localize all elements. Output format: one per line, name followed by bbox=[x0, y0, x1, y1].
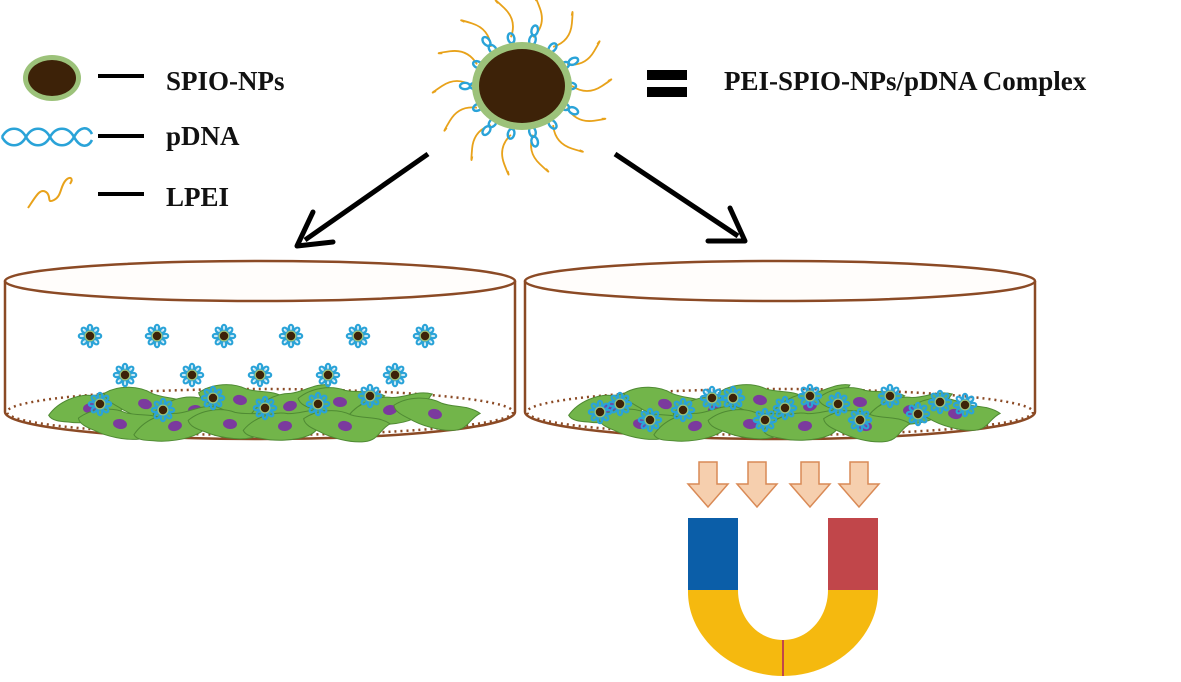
field-arrow-icon bbox=[788, 461, 832, 509]
field-arrow-icon bbox=[837, 461, 881, 509]
bound-complex-icon bbox=[670, 397, 696, 423]
free-complex-icon bbox=[412, 323, 438, 349]
free-complex-icon bbox=[345, 323, 371, 349]
bound-complex-icon bbox=[952, 392, 978, 418]
bound-complex-icon bbox=[720, 385, 746, 411]
free-complex-icon bbox=[77, 323, 103, 349]
magnet-red-pole bbox=[828, 518, 878, 590]
bound-complex-icon bbox=[587, 399, 613, 425]
legend-label-pdna: pDNA bbox=[166, 121, 240, 151]
free-complex-icon bbox=[144, 323, 170, 349]
bound-complex-icon bbox=[877, 383, 903, 409]
free-complex-icon bbox=[382, 362, 408, 388]
free-complex-icon bbox=[247, 362, 273, 388]
bound-complex-icon bbox=[252, 395, 278, 421]
complex-label: PEI-SPIO-NPs/pDNA Complex bbox=[724, 66, 1087, 96]
bound-complex-icon bbox=[357, 383, 383, 409]
free-complex-icon bbox=[315, 362, 341, 388]
nanoparticle-icon bbox=[23, 55, 81, 101]
bound-complex-icon bbox=[847, 407, 873, 433]
bound-complex-icon bbox=[305, 391, 331, 417]
legend-label-spio: SPIO-NPs bbox=[166, 66, 285, 96]
free-complex-icon bbox=[278, 323, 304, 349]
field-arrow-icon bbox=[686, 461, 730, 509]
bound-complex-icon bbox=[797, 383, 823, 409]
polymer-strand-icon bbox=[27, 176, 73, 209]
magnet-blue-pole bbox=[688, 518, 738, 590]
bound-complex-icon bbox=[825, 391, 851, 417]
free-complex-icon bbox=[211, 323, 237, 349]
legend-dash-spio bbox=[98, 74, 144, 78]
legend-dash-lpei bbox=[98, 192, 144, 196]
bound-complex-icon bbox=[637, 407, 663, 433]
field-arrow-icon bbox=[735, 461, 779, 509]
free-complex-icon bbox=[179, 362, 205, 388]
legend-dash-pdna bbox=[98, 134, 144, 138]
culture-dish-left bbox=[3, 259, 517, 450]
horseshoe-magnet-icon bbox=[688, 518, 878, 676]
complex-nanoparticle-icon bbox=[431, 0, 613, 176]
bound-complex-icon bbox=[87, 391, 113, 417]
bound-complex-icon bbox=[200, 385, 226, 411]
legend-label-lpei: LPEI bbox=[166, 182, 230, 212]
dna-loop-icon bbox=[0, 127, 94, 147]
bound-complex-icon bbox=[905, 401, 931, 427]
equals-sign-icon bbox=[647, 70, 687, 97]
bound-complex-icon bbox=[699, 385, 725, 411]
bound-complex-icon bbox=[927, 389, 953, 415]
arrow-to-right-dish bbox=[613, 151, 748, 244]
arrow-to-left-dish bbox=[294, 151, 430, 249]
bound-complex-icon bbox=[752, 407, 778, 433]
free-complex-icon bbox=[112, 362, 138, 388]
legend bbox=[0, 55, 94, 209]
bound-complex-icon bbox=[772, 395, 798, 421]
bound-complex-icon bbox=[150, 397, 176, 423]
culture-dish-right bbox=[523, 259, 1037, 450]
magnetic-field-arrows bbox=[686, 461, 881, 509]
